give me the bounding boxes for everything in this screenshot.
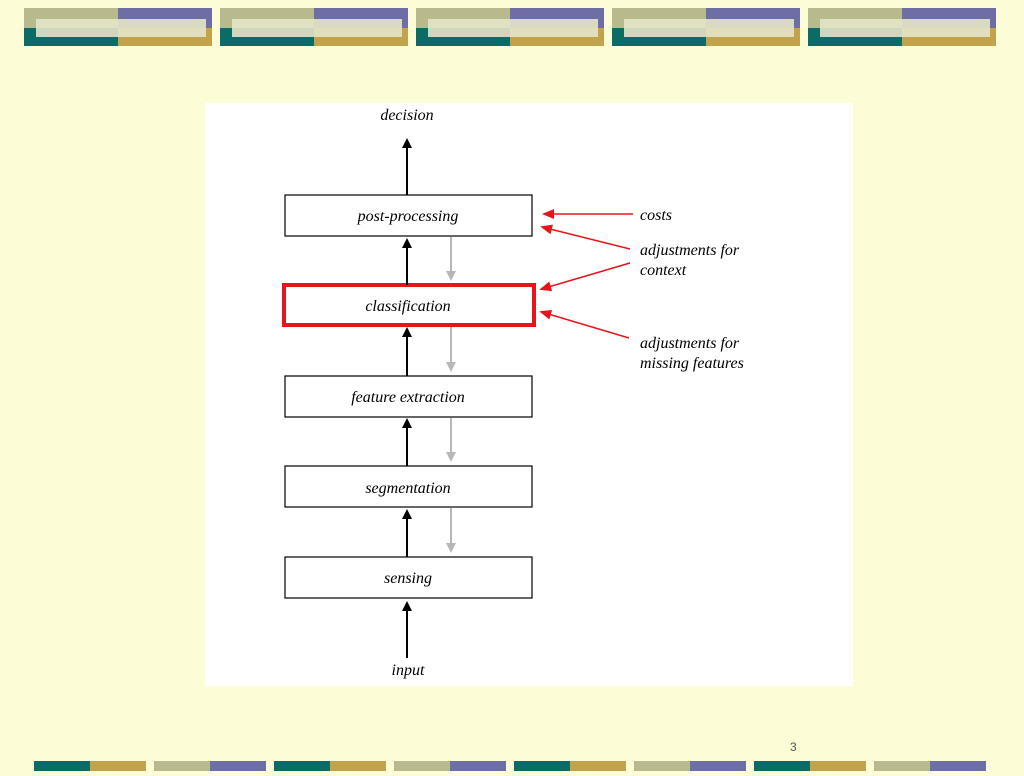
decision-label: decision <box>380 107 433 124</box>
context-arrow-to-post-processing <box>540 224 631 250</box>
banner-graphic <box>416 8 604 46</box>
stage-label-segmentation: segmentation <box>365 480 450 497</box>
banner-graphic <box>24 8 212 46</box>
banner-graphic <box>612 8 800 46</box>
banner-graphic <box>808 8 996 46</box>
input-label: input <box>392 662 425 679</box>
stage-box-segmentation <box>284 465 533 508</box>
stage-box-classification <box>282 283 536 327</box>
context-label-line1: adjustments for <box>640 242 740 259</box>
banner-graphic <box>220 8 408 46</box>
missing-features-label-line1: adjustments for <box>640 335 740 352</box>
diagram-panel: decision post-processing classification … <box>205 103 853 686</box>
context-arrow-to-classification <box>539 262 631 292</box>
stage-label-post-processing: post-processing <box>357 208 459 225</box>
banner-block <box>24 8 212 46</box>
stage-box-post-processing <box>284 194 533 237</box>
stage-label-feature-extraction: feature extraction <box>351 389 465 406</box>
banner-block <box>416 8 604 46</box>
banner-block <box>612 8 800 46</box>
bottom-banner-graphic <box>34 761 986 771</box>
banner-block <box>808 8 996 46</box>
stage-label-sensing: sensing <box>384 570 432 587</box>
stage-box-feature-extraction <box>284 375 533 418</box>
missing-features-label-line2: missing features <box>640 355 744 372</box>
page-number: 3 <box>790 740 797 754</box>
context-label-line2: context <box>640 262 687 279</box>
stage-box-sensing <box>284 556 533 599</box>
bottom-banner <box>0 758 1024 771</box>
missing-features-arrow <box>539 309 630 339</box>
pattern-recognition-pipeline-diagram: decision post-processing classification … <box>282 107 744 679</box>
banner-block <box>220 8 408 46</box>
stage-label-classification: classification <box>365 298 450 315</box>
costs-label: costs <box>640 207 672 224</box>
